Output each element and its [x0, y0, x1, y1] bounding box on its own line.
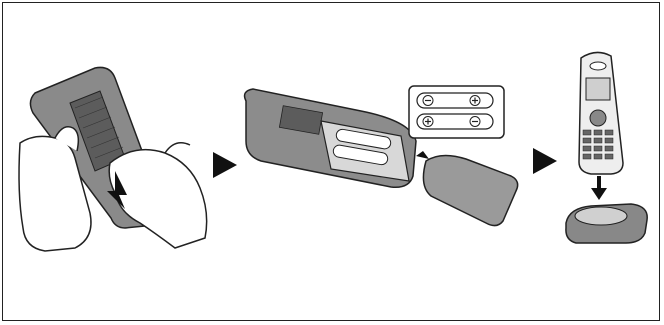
- hands-sliding-cover-icon: [18, 66, 208, 252]
- step-place-on-charger: [561, 48, 651, 253]
- instruction-figure-frame: [2, 2, 660, 321]
- step-insert-batteries: [241, 81, 531, 231]
- step-arrow-icon: [531, 146, 559, 181]
- battery-compartment-icon: [243, 85, 519, 227]
- handset-charger-icon: [565, 51, 648, 244]
- step-open-cover: [15, 63, 220, 253]
- step-arrow-icon: [211, 150, 239, 185]
